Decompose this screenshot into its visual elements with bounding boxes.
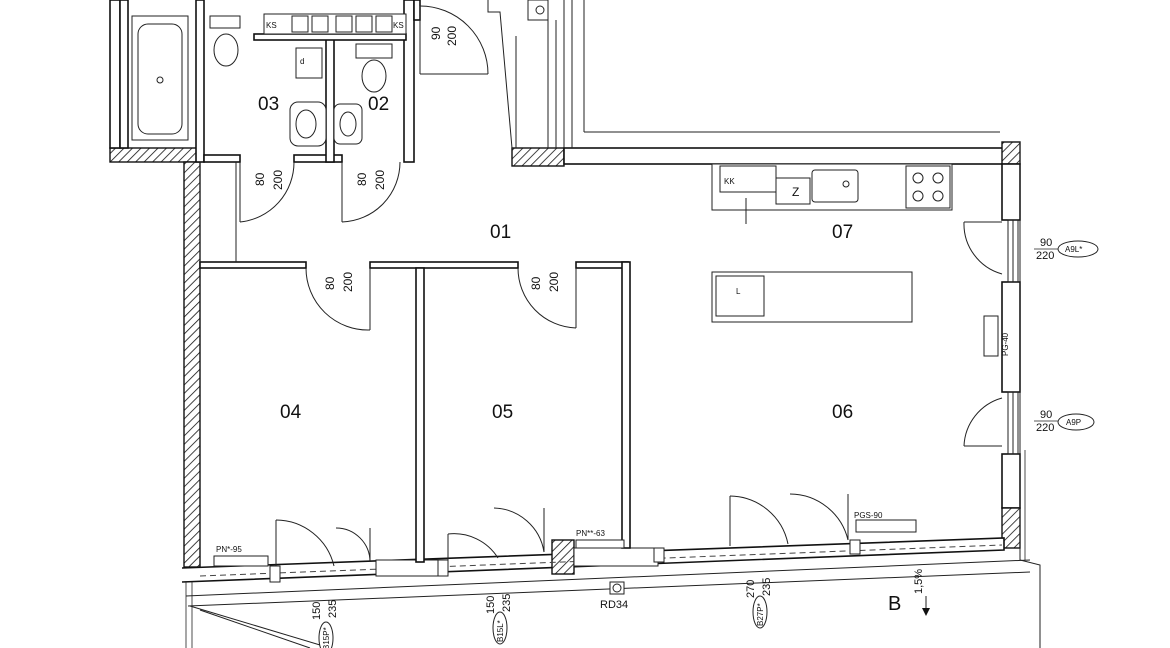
door-dimensions: 90 200 80 200 80 200 80 200 80 200 xyxy=(253,26,561,292)
b15p-tag: B15P* xyxy=(322,627,331,648)
room-06-label: 06 xyxy=(832,402,853,423)
door-03-width: 80 xyxy=(253,172,267,186)
room-07-label: 07 xyxy=(832,222,853,243)
window-a9p: 90 220 A9P xyxy=(1034,409,1095,434)
b27p-height: 235 xyxy=(761,578,773,596)
a9l-width: 90 xyxy=(1040,237,1052,249)
pg40-label: PG-40 xyxy=(1001,332,1010,356)
toilet-02 xyxy=(355,43,393,93)
bathtub xyxy=(131,15,189,141)
slope-label: 1,5% xyxy=(913,569,925,594)
a9p-tag: A9P xyxy=(1066,418,1081,427)
doors xyxy=(239,5,1003,567)
room-05-label: 05 xyxy=(492,402,513,423)
door-02-width: 80 xyxy=(355,172,369,186)
washing-machines: KS KS d xyxy=(263,13,407,79)
door-04-height: 200 xyxy=(341,272,355,292)
window-a9l: 90 220 A9L* xyxy=(1034,237,1099,262)
door-04-width: 80 xyxy=(323,276,337,290)
door-05-height: 200 xyxy=(547,272,561,292)
top-door-width: 90 xyxy=(429,26,443,40)
room-01-label: 01 xyxy=(490,222,511,243)
b15l-height: 235 xyxy=(501,594,513,612)
kk-label: KK xyxy=(724,177,735,186)
room-02-label: 02 xyxy=(368,94,389,115)
ks-label-2: KS xyxy=(393,21,404,30)
rd-label: RD34 xyxy=(600,599,628,611)
kitchen-counter: KK Z xyxy=(711,163,953,224)
l-label: L xyxy=(736,287,741,296)
b15l-width: 150 xyxy=(485,596,497,614)
d-label: d xyxy=(300,57,304,66)
interior-walls xyxy=(199,0,1000,563)
column-right xyxy=(527,0,549,21)
balcony-marker: B 1,5% xyxy=(888,569,930,616)
toilet-03 xyxy=(209,15,241,67)
radiator-pn95: PN*-95 xyxy=(213,545,269,567)
outer-walls xyxy=(109,0,1041,648)
door-02-height: 200 xyxy=(373,170,387,190)
window-b27p: 270 235 B27P* xyxy=(745,578,773,629)
a9l-height: 220 xyxy=(1036,250,1054,262)
z-label: Z xyxy=(792,185,799,199)
sink-03 xyxy=(289,101,327,147)
b27p-tag: B27P* xyxy=(756,603,765,626)
room-04-label: 04 xyxy=(280,402,302,423)
door-05-width: 80 xyxy=(529,276,543,290)
a9p-width: 90 xyxy=(1040,409,1052,421)
b15p-width: 150 xyxy=(311,602,323,620)
radiator-pgs90: PGS-90 xyxy=(854,511,917,533)
room-labels: 03 02 01 07 04 05 06 xyxy=(258,94,853,423)
b15l-tag: B15L* xyxy=(496,620,505,642)
b15p-height: 235 xyxy=(327,600,339,618)
window-b15p: 150 235 B15P* xyxy=(311,600,339,648)
a9p-height: 220 xyxy=(1036,422,1054,434)
room-03-label: 03 xyxy=(258,94,279,115)
ks-label: KS xyxy=(266,21,277,30)
top-door-height: 200 xyxy=(445,26,459,46)
roof-drain: RD34 xyxy=(600,581,628,611)
pn63-label: PN**-63 xyxy=(576,529,605,538)
radiator-pn63: PN**-63 xyxy=(575,529,625,549)
door-03-height: 200 xyxy=(271,170,285,190)
radiator-pg40: PG-40 xyxy=(983,315,1010,357)
kitchen-island: L xyxy=(711,271,913,323)
pn95-label: PN*-95 xyxy=(216,545,242,554)
pgs90-label: PGS-90 xyxy=(854,511,883,520)
a9l-tag: A9L* xyxy=(1065,245,1082,254)
balcony-label: B xyxy=(888,593,901,615)
sink-02 xyxy=(333,103,363,145)
window-b15l: 150 235 B15L* xyxy=(485,594,513,645)
bottom-facade xyxy=(181,537,1031,648)
b27p-width: 270 xyxy=(745,580,757,598)
